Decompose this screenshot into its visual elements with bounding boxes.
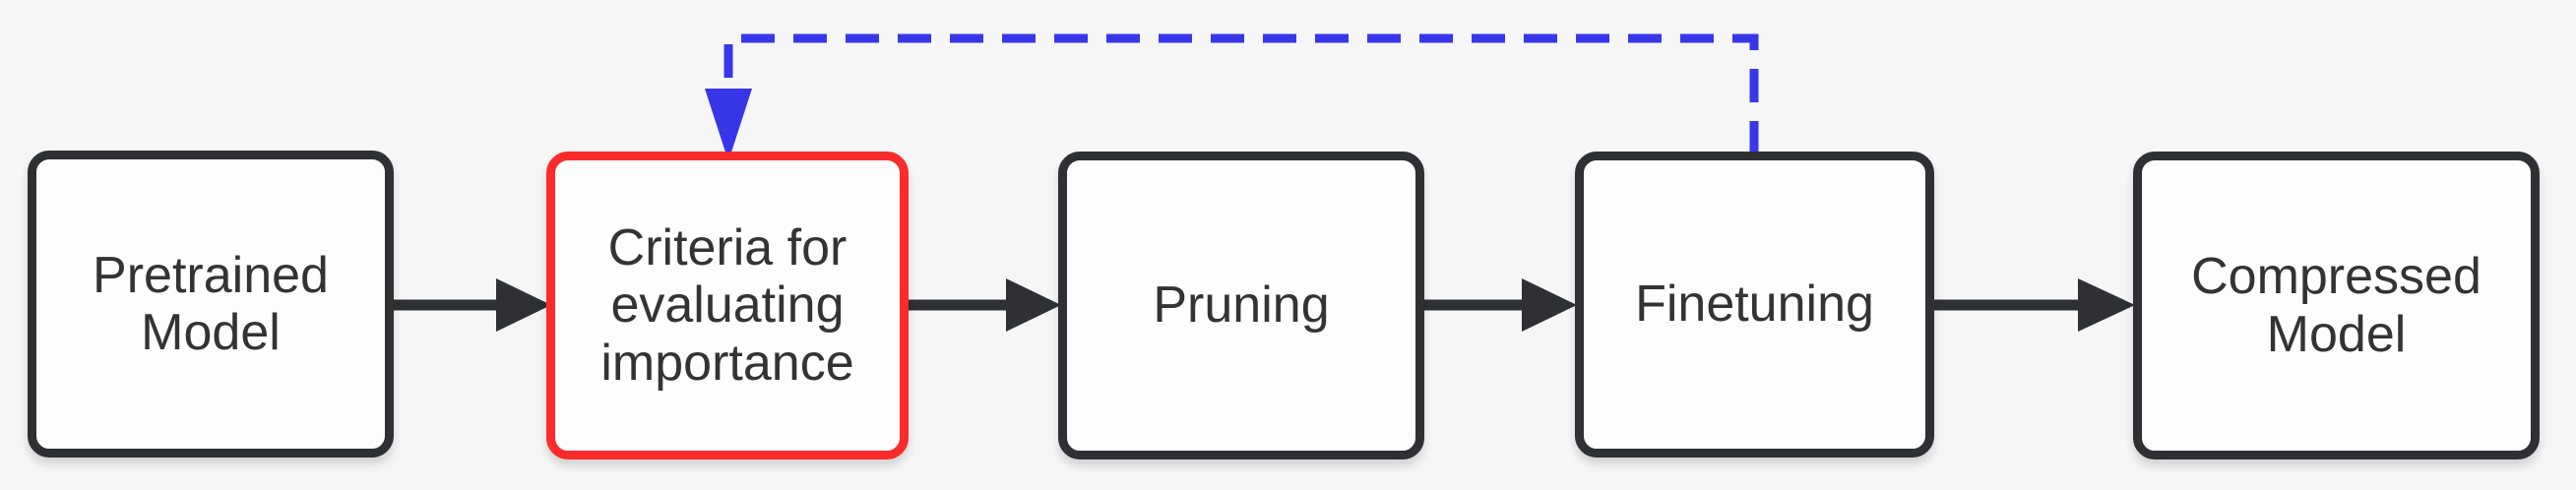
node-finetuning-label: Finetuning [1635, 276, 1874, 334]
edge-pruning-to-finetuning [1424, 278, 1577, 332]
arrow-down-icon [705, 89, 752, 161]
node-pruning-label: Pruning [1153, 276, 1330, 335]
node-pruning: Pruning [1058, 152, 1424, 459]
arrow-right-icon [496, 278, 551, 332]
arrow-right-icon [2078, 278, 2135, 332]
node-pretrained-model: Pretrained Model [28, 151, 394, 458]
arrow-right-icon [1522, 278, 1577, 332]
edge-criteria-to-pruning [909, 278, 1061, 332]
node-pretrained-model-label: Pretrained Model [93, 246, 329, 361]
edge-finetuning-to-compressed [1934, 278, 2135, 332]
node-criteria-label: Criteria for evaluating importance [600, 219, 854, 392]
edge-finetuning-to-criteria-feedback [705, 33, 1759, 161]
node-finetuning: Finetuning [1575, 152, 1934, 458]
node-compressed-model-label: Compressed Model [2191, 248, 2482, 363]
node-criteria-for-evaluating-importance: Criteria for evaluating importance [546, 152, 909, 459]
arrow-right-icon [1006, 278, 1061, 332]
node-compressed-model: Compressed Model [2133, 152, 2540, 459]
edge-pretrained-to-criteria [394, 278, 551, 332]
